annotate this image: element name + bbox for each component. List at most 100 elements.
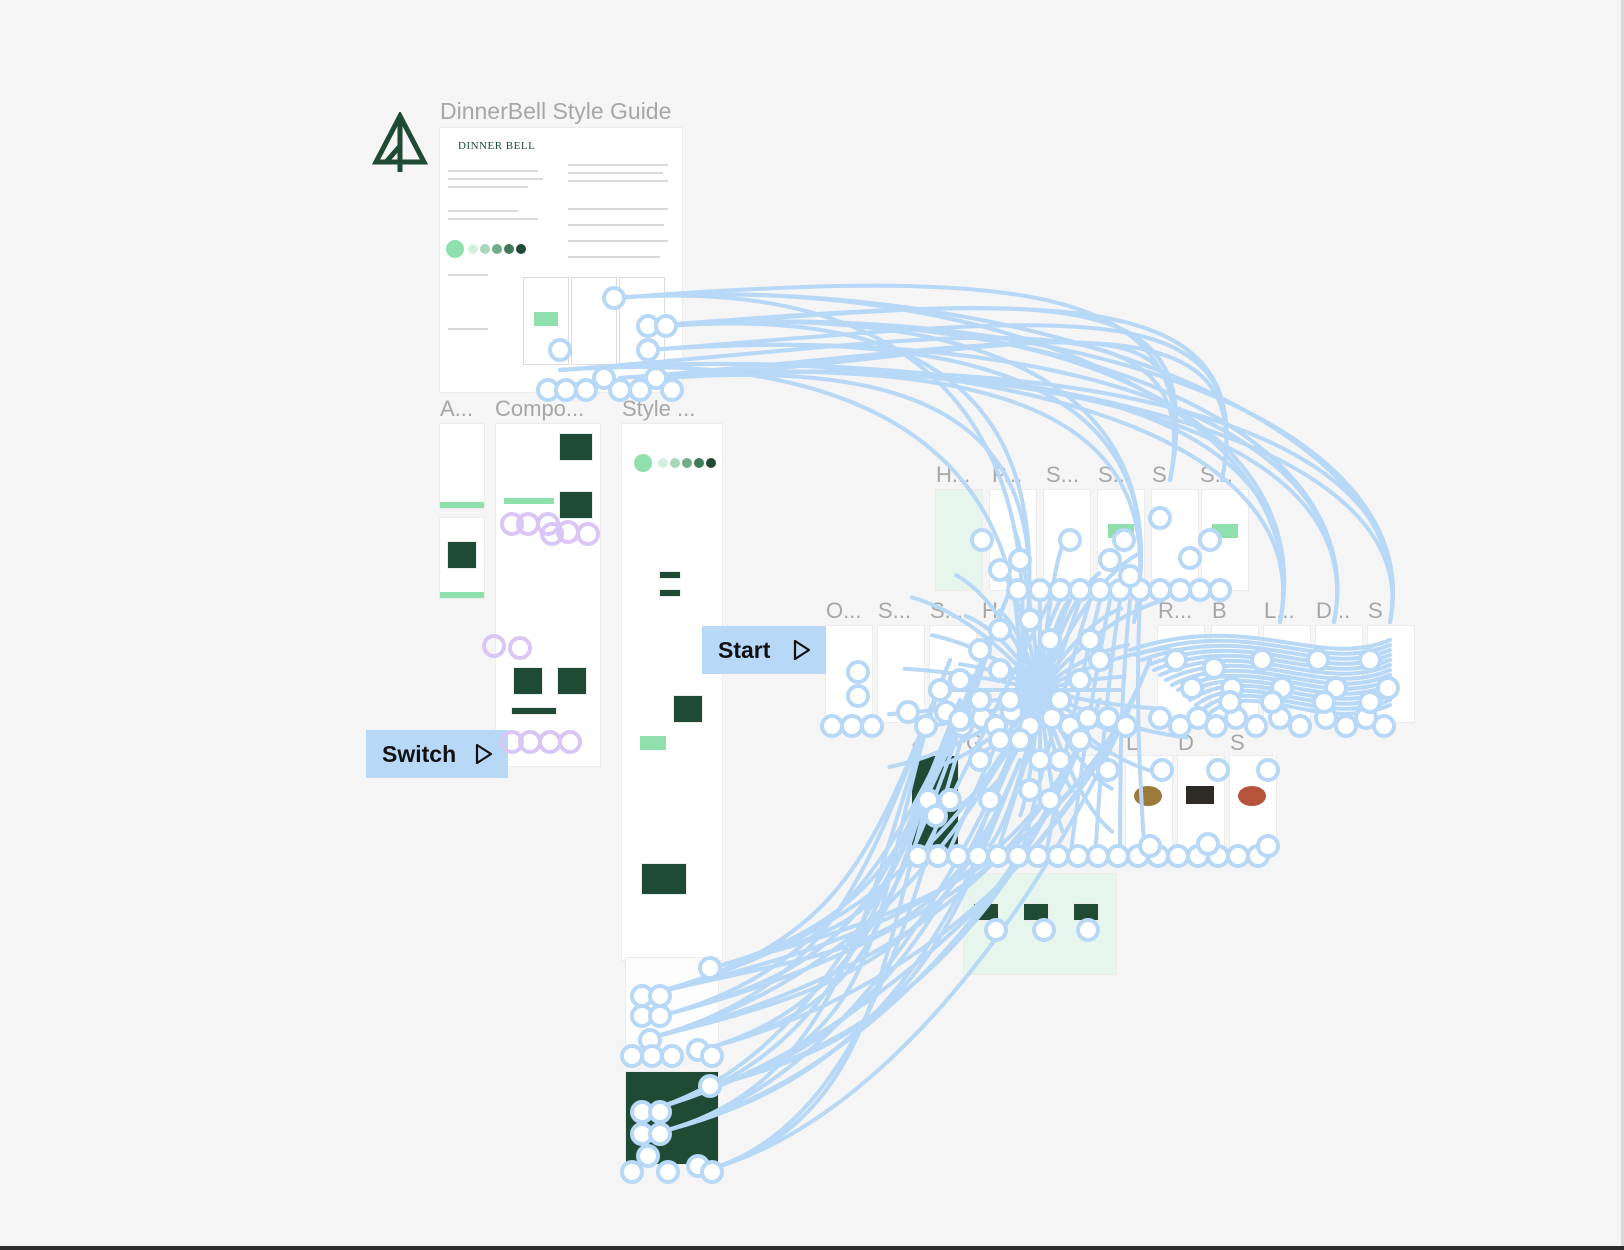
frame-label[interactable]: B (1212, 598, 1227, 623)
screen-group[interactable] (964, 874, 1116, 974)
screen-frame[interactable] (1368, 626, 1414, 722)
switch-label: Switch (382, 740, 457, 767)
screen-frame[interactable] (1264, 626, 1310, 722)
connection-node (1018, 778, 1042, 802)
connection-node (700, 1160, 724, 1184)
frame-label[interactable]: O... (826, 598, 862, 623)
screen-frame[interactable] (1098, 490, 1144, 590)
prototype-link (987, 688, 1042, 849)
color-swatch (694, 458, 704, 468)
mint-block (640, 736, 666, 750)
connection-node (1028, 748, 1052, 772)
start-flow-button[interactable]: Start (702, 626, 826, 674)
screen-frame[interactable] (1316, 626, 1362, 722)
prototype-link (1038, 688, 1075, 793)
prototype-link (1038, 606, 1124, 692)
frame-a-2[interactable] (440, 518, 484, 598)
frame-label[interactable]: D... (1316, 598, 1351, 623)
frame-a-1[interactable] (440, 424, 484, 508)
screen-frame[interactable] (1158, 626, 1204, 722)
screen-frame[interactable] (930, 626, 976, 722)
color-swatch (658, 458, 668, 468)
text-line (448, 274, 488, 276)
dark-button (660, 590, 680, 596)
switch-flow-button[interactable]: Switch (366, 730, 508, 778)
connection-node (966, 844, 990, 868)
prototype-link (1038, 688, 1158, 711)
dinner-bell-tree-logo-icon (372, 112, 428, 172)
frame-label-components[interactable]: Compo... (495, 396, 585, 421)
dark-card (558, 668, 586, 694)
mini-screen (572, 278, 616, 364)
frame-label[interactable]: L... (1264, 598, 1295, 623)
dark-button (660, 572, 680, 578)
screen-frame[interactable] (1126, 756, 1172, 850)
frame-label[interactable]: 4 (912, 730, 925, 755)
connection-node (988, 658, 1012, 682)
screen-frame[interactable] (936, 490, 982, 590)
example-frame[interactable] (626, 958, 718, 1050)
frame-label[interactable]: D (1178, 730, 1194, 755)
frame-label[interactable]: S... (1046, 462, 1080, 487)
frame-label[interactable]: S... (1200, 462, 1234, 487)
dark-card (674, 696, 702, 722)
connection-node (1038, 788, 1062, 812)
frame-label[interactable]: H (982, 598, 998, 623)
frame-label[interactable]: S (1152, 462, 1167, 487)
screen-frame[interactable] (1044, 490, 1090, 590)
style-guide-frame[interactable]: DINNER BELL (440, 128, 682, 392)
frame-label[interactable]: S (1368, 598, 1383, 623)
food-photo (1186, 786, 1214, 804)
prototype-link (1038, 642, 1131, 692)
screen-frame-dark[interactable] (912, 756, 958, 850)
screen-frame[interactable] (1152, 490, 1198, 590)
screen-frame[interactable] (1212, 626, 1258, 722)
dark-card (514, 668, 542, 694)
connection-node (1000, 700, 1024, 724)
text-line (448, 178, 543, 180)
connection-node (1068, 668, 1092, 692)
frame-label[interactable]: S... (878, 598, 912, 623)
components-frame[interactable] (496, 424, 600, 766)
screen-frame[interactable] (878, 626, 924, 722)
color-swatch (516, 244, 526, 254)
style-frame[interactable] (622, 424, 722, 960)
mint-block (534, 312, 558, 326)
frame-label[interactable]: S... (1098, 462, 1132, 487)
color-swatch (634, 454, 652, 472)
color-swatch (480, 244, 490, 254)
frame-label[interactable]: S (1230, 730, 1245, 755)
screen-frame[interactable] (1178, 756, 1224, 850)
frame-label[interactable]: H... (936, 462, 971, 487)
frame-label[interactable]: S (1018, 730, 1033, 755)
text-line (448, 218, 538, 220)
frame-label-style[interactable]: Style ... (622, 396, 696, 421)
style-guide-brand: DINNER BELL (458, 140, 536, 152)
connection-node (1040, 706, 1064, 730)
nav-bar (440, 592, 484, 598)
frame-label[interactable]: L (1126, 730, 1139, 755)
dark-bar (512, 708, 556, 714)
frame-label[interactable]: R... (1158, 598, 1193, 623)
frame-label[interactable]: P... (992, 462, 1023, 487)
connection-node (656, 1160, 680, 1184)
prototype-link (1038, 674, 1124, 692)
prototype-link (1038, 598, 1165, 692)
screen-frame[interactable] (1074, 756, 1120, 850)
prototype-link (1038, 598, 1071, 692)
frame-label[interactable]: G (966, 730, 984, 755)
example-dark-frame[interactable] (626, 1072, 718, 1164)
frame-label[interactable]: B (1074, 730, 1089, 755)
frame-label[interactable]: S... (930, 598, 964, 623)
mint-block (1108, 524, 1134, 538)
screen-frame[interactable] (1230, 756, 1276, 850)
play-outline-icon (793, 639, 811, 661)
frame-label-a[interactable]: A... (440, 396, 474, 421)
text-line (568, 208, 668, 210)
screen-frame[interactable] (826, 626, 872, 722)
screen-frame[interactable] (990, 490, 1036, 590)
dark-card (448, 542, 476, 568)
frame-label-style-guide[interactable]: DinnerBell Style Guide (440, 98, 672, 124)
screen-frame[interactable] (1202, 490, 1248, 590)
